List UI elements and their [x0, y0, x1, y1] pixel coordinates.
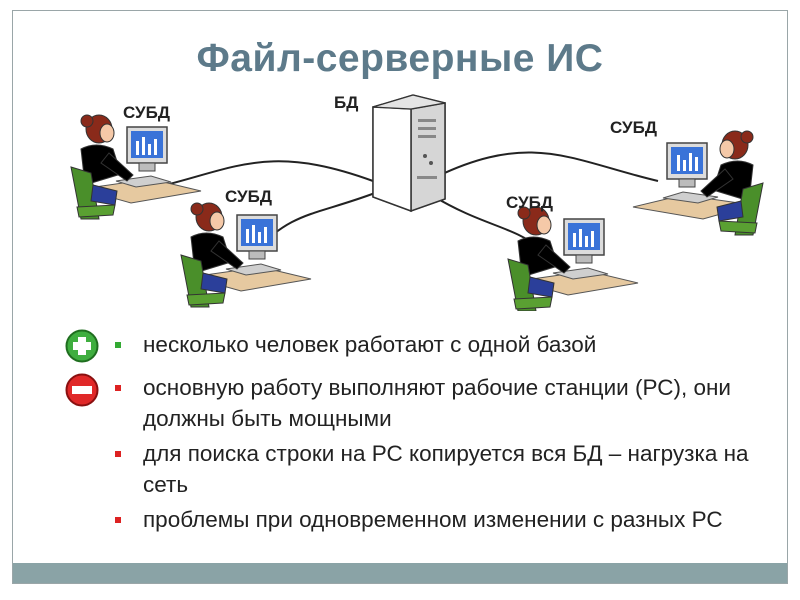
disadvantage-item: проблемы при одновременном изменении с р… — [115, 504, 755, 535]
server-label: БД — [334, 93, 358, 113]
client-label: СУБД — [610, 118, 657, 138]
workstation-4-icon: .s4 .shirt{fill:#2fc4d6;} — [633, 131, 763, 235]
disadvantage-item: основную работу выполняют рабочие станци… — [115, 372, 755, 434]
server-icon — [373, 95, 445, 211]
disadvantage-text: проблемы при одновременном изменении с р… — [143, 507, 723, 532]
network-diagram: .s1 .shirt{fill:#f3e31e;} .s2 .shirt{fil… — [13, 11, 788, 311]
bullet-marker — [115, 517, 121, 523]
slide: Файл-серверные ИС — [12, 10, 788, 584]
bullet-marker — [115, 342, 121, 348]
client-label: СУБД — [225, 187, 272, 207]
workstation-2-icon: .s2 .shirt{fill:#33cc33;} — [181, 203, 311, 307]
workstation-3-icon: .s3 .shirt{fill:#f07e22;} — [508, 207, 638, 311]
bullet-marker — [115, 385, 121, 391]
client-label: СУБД — [123, 103, 170, 123]
disadvantage-item: для поиска строки на РС копируется вся Б… — [115, 438, 755, 500]
bullet-list: несколько человек работают с одной базой… — [115, 329, 755, 539]
plus-circle-icon — [65, 329, 99, 363]
disadvantage-text: для поиска строки на РС копируется вся Б… — [143, 441, 749, 497]
footer-bar — [13, 563, 787, 583]
advantage-text: несколько человек работают с одной базой — [143, 332, 596, 357]
client-label: СУБД — [506, 193, 553, 213]
bullet-marker — [115, 451, 121, 457]
disadvantage-text: основную работу выполняют рабочие станци… — [143, 375, 731, 431]
advantage-item: несколько человек работают с одной базой — [115, 329, 755, 360]
workstation-1-icon: .s1 .shirt{fill:#f3e31e;} — [71, 115, 201, 219]
minus-circle-icon — [65, 373, 99, 407]
